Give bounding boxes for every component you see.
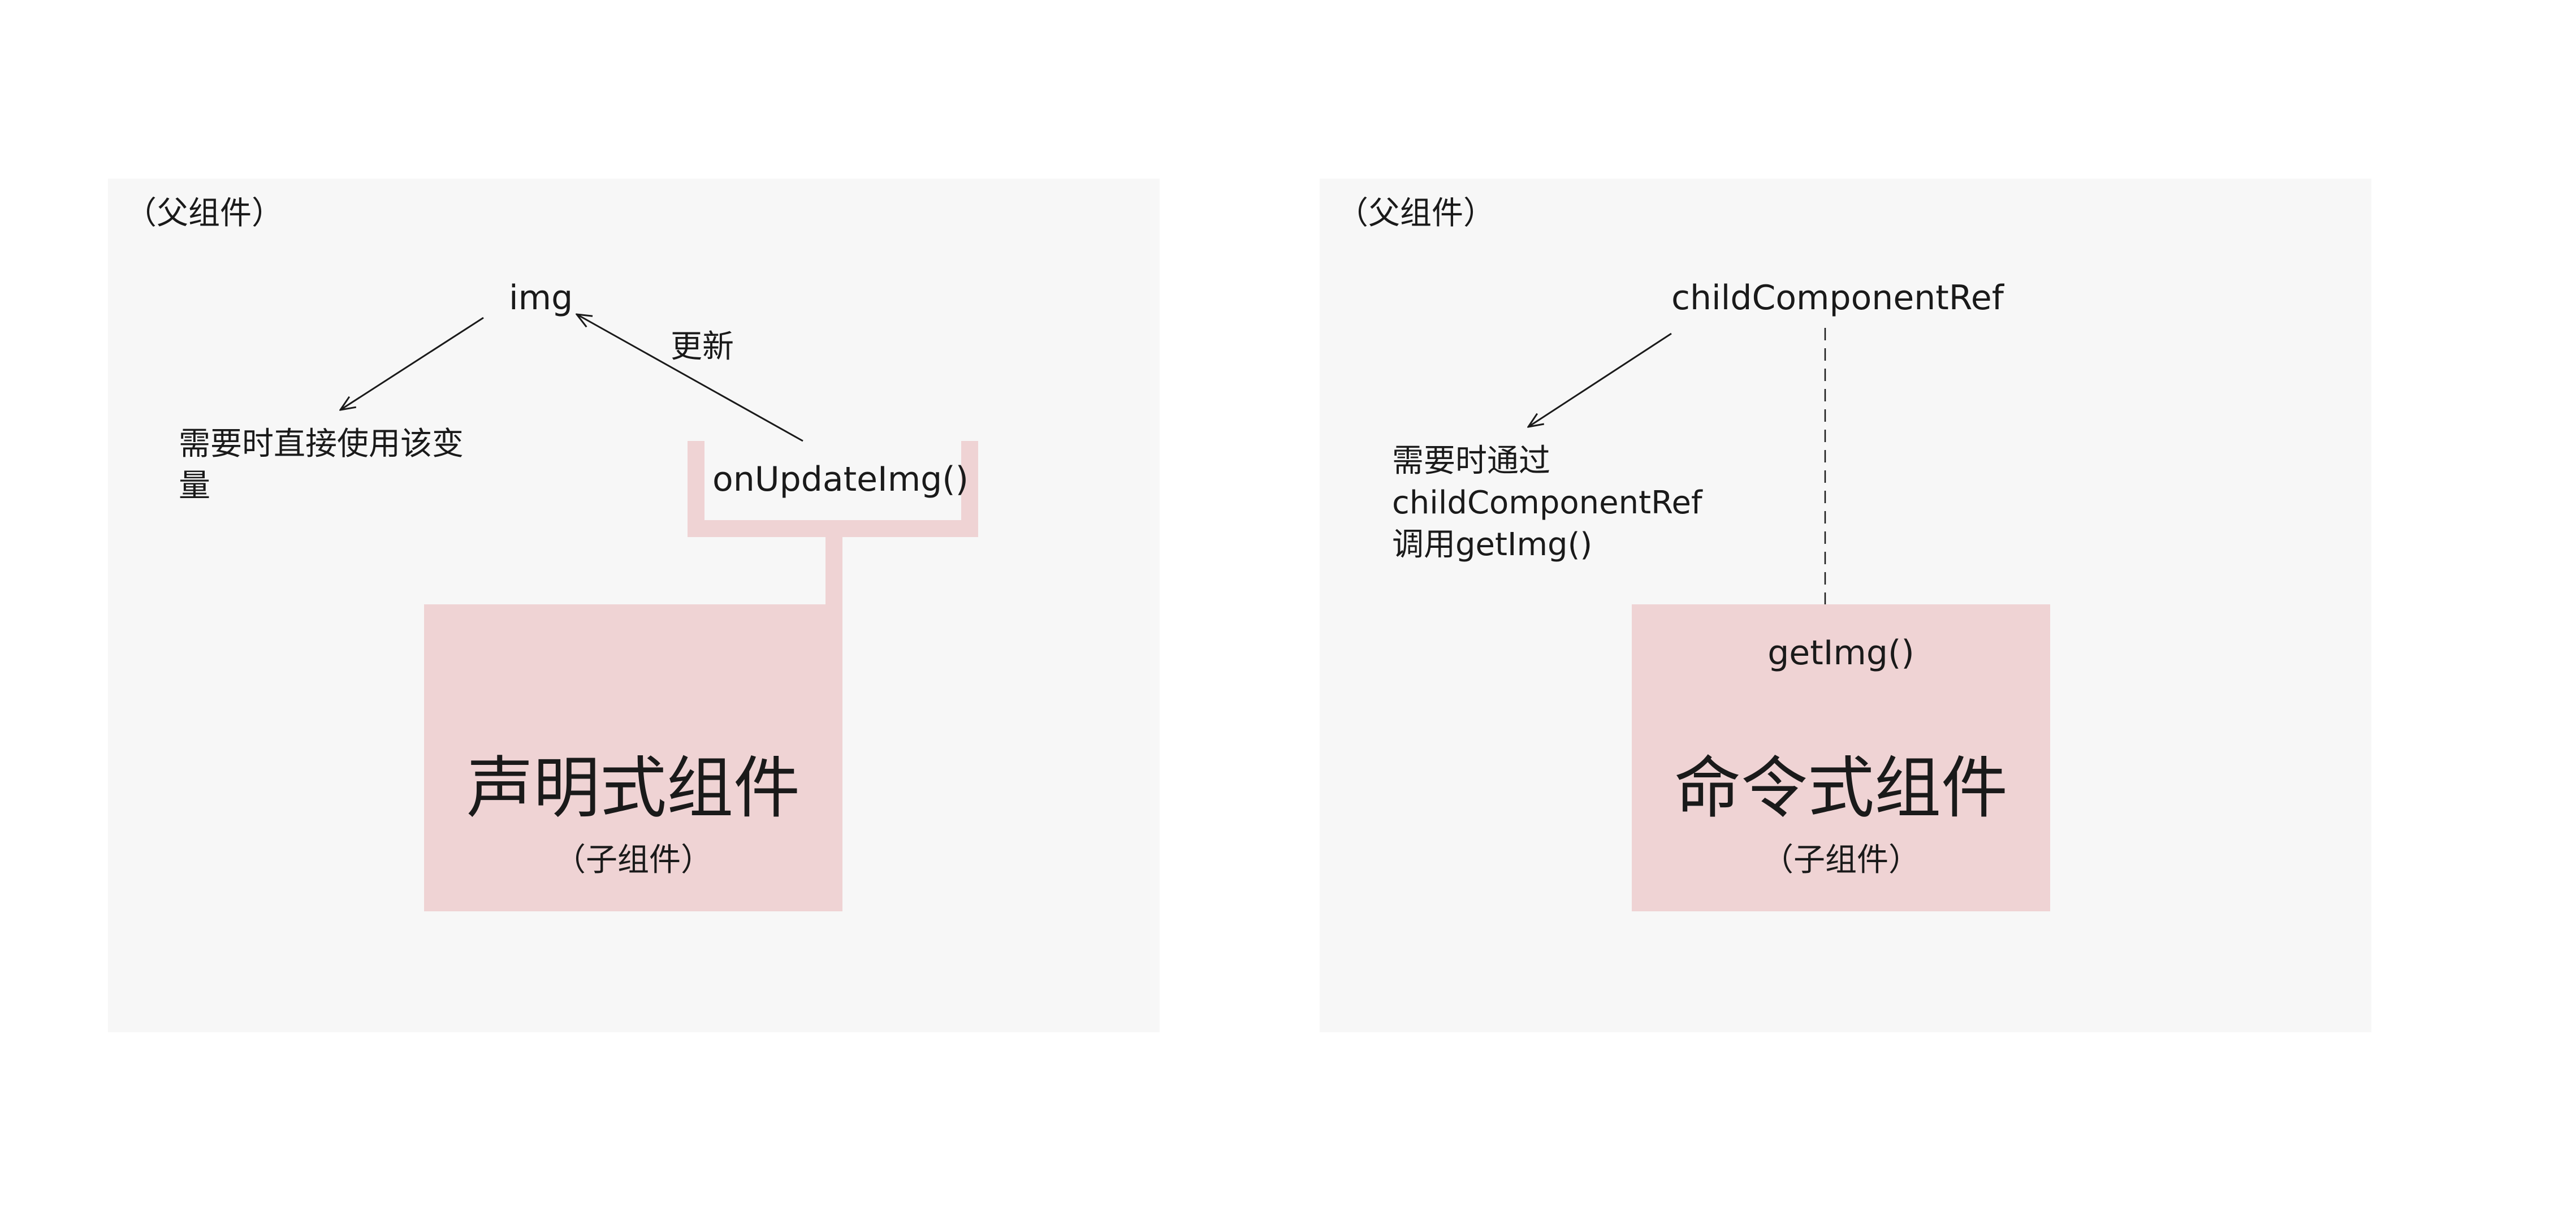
usage-note-line-2: childComponentRef [1392,484,1702,521]
usage-note-line-1: 需要时通过 [1392,443,1550,479]
callback-on-update-img: onUpdateImg() [712,460,969,499]
imperative-component-title: 命令式组件 [1674,749,2008,827]
usage-note-line-2: 量 [179,468,210,504]
parent-component-label: （父组件） [125,195,283,232]
method-get-img: getImg() [1767,633,1914,673]
declarative-child-component [424,604,842,911]
child-component-subtitle: （子组件） [1762,842,1920,879]
usage-note-line-3: 调用getImg() [1392,526,1593,563]
child-component-ref-variable: childComponentRef [1671,278,2004,318]
parent-component-label: （父组件） [1337,195,1495,232]
callback-connector [825,531,842,605]
imperative-child-component [1632,604,2050,911]
child-component-subtitle: （子组件） [554,842,712,879]
usage-note-line-1: 需要时直接使用该变 [179,426,464,462]
update-label: 更新 [671,328,734,365]
declarative-component-title: 声明式组件 [466,749,800,827]
callback-bracket-inner [704,441,961,520]
state-variable-img: img [509,278,573,318]
